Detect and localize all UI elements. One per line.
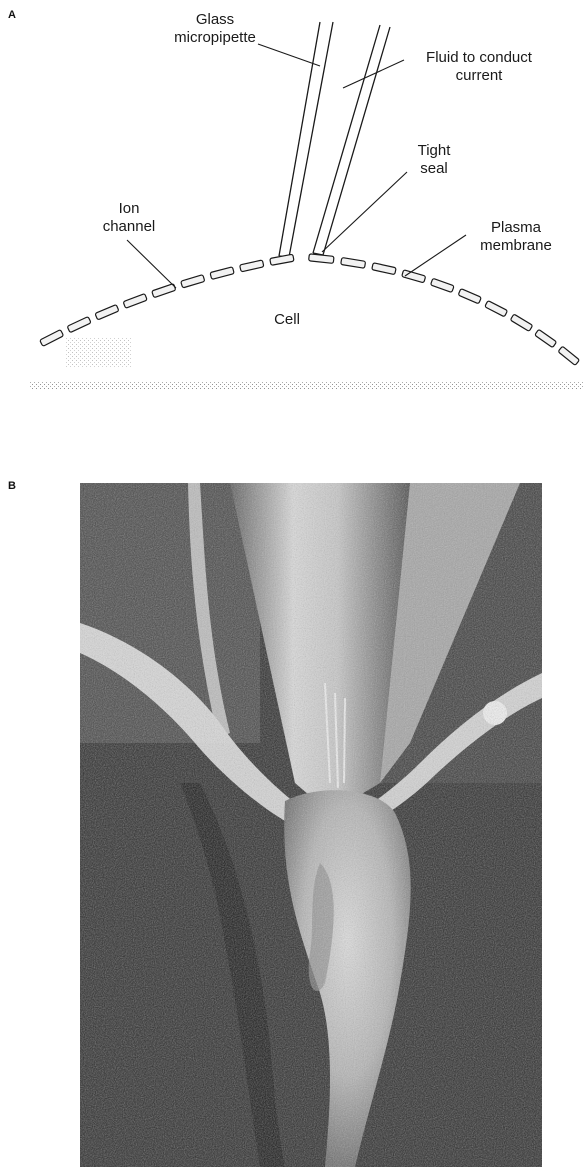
panel-letter-b: B — [8, 480, 16, 492]
membrane-segment — [67, 317, 91, 333]
membrane-segment — [309, 254, 334, 264]
membrane-segment — [485, 301, 508, 317]
membrane-segment — [40, 330, 64, 347]
membrane-segment — [95, 305, 119, 320]
label-cell: Cell — [257, 311, 317, 329]
label-plasma-membrane: Plasma membrane — [456, 219, 576, 255]
membrane-segment — [123, 294, 147, 309]
membrane-segment — [458, 289, 481, 304]
label-ion-channel: Ion channel — [84, 200, 174, 236]
leader-tight — [322, 172, 407, 252]
membrane-segment — [558, 346, 580, 365]
membrane-segment — [240, 260, 264, 272]
membrane-segment — [341, 258, 366, 269]
leader-glass — [258, 44, 320, 66]
leader-ion — [127, 240, 176, 288]
membrane-segment — [510, 314, 532, 331]
micrograph-photo — [80, 483, 542, 1167]
membrane-segment — [210, 267, 234, 280]
membrane-segment — [535, 329, 557, 347]
label-glass-micropipette: Glass micropipette — [160, 11, 270, 47]
membrane-segment — [152, 284, 176, 298]
ground-stipple-band — [30, 382, 583, 390]
label-tight-seal: Tight seal — [394, 142, 474, 178]
membrane-segment — [270, 254, 294, 265]
membrane-segment — [181, 275, 205, 288]
cytoplasm-stipple — [66, 338, 132, 368]
membrane-segment — [372, 263, 396, 275]
membrane-segment — [430, 278, 454, 292]
label-fluid-to-conduct-current: Fluid to conduct current — [404, 49, 554, 85]
